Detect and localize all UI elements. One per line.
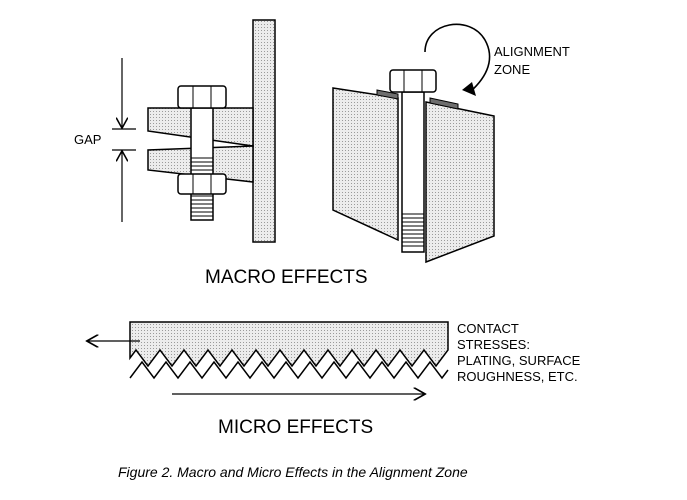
macro-effects-title: MACRO EFFECTS [205,267,368,288]
contact-stresses-line1: CONTACT [457,321,519,336]
right-plate [425,101,495,264]
macro-gap-assembly: GAP [74,19,276,243]
bolt-shank [190,107,214,221]
contact-stresses-line3: PLATING, SURFACE [457,353,581,368]
alignment-zone-label-line1: ALIGNMENT [494,44,570,59]
contact-stresses-line4: ROUGHNESS, ETC. [457,369,578,384]
rotation-arrowhead-icon [462,82,476,96]
rotation-arrow [424,23,491,93]
washer-left [376,89,399,100]
alignment-zone-assembly: ALIGNMENT ZONE [332,23,570,264]
bolt-head [177,85,227,109]
bolt-threads [191,157,213,217]
lower-surface-profile [129,360,449,380]
gap-label: GAP [74,132,101,147]
vertical-plate [252,19,276,243]
contact-stresses-line2: STRESSES: [457,337,530,352]
left-plate [332,87,399,242]
washer-right [429,97,459,110]
alignment-bolt-head [389,69,437,93]
upper-surface-body [129,321,449,368]
alignment-bolt-shank [401,91,425,253]
alignment-bolt-threads [402,213,424,247]
figure-caption: Figure 2. Macro and Micro Effects in the… [118,464,468,480]
micro-contact-sketch: CONTACT STRESSES: PLATING, SURFACE ROUGH… [88,321,581,394]
micro-effects-title: MICRO EFFECTS [218,417,373,438]
gap-dimension [112,58,136,222]
nut [177,173,227,195]
alignment-zone-label-line2: ZONE [494,62,530,77]
